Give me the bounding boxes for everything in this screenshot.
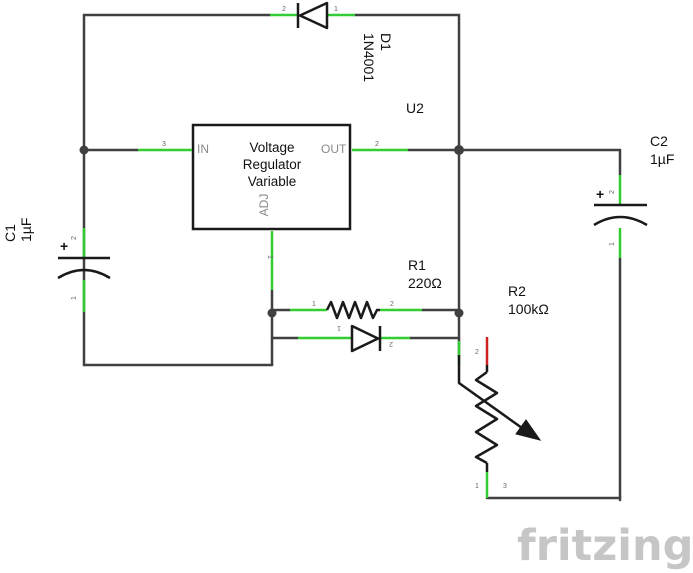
c1-value: 1µF — [18, 218, 34, 242]
junctions — [79, 145, 464, 318]
regulator-ref: U2 — [406, 100, 424, 116]
regulator-label-out: OUT — [321, 142, 347, 156]
capacitor-c1[interactable]: + 2 1 C1 1µF — [2, 218, 111, 312]
r1-body — [325, 300, 380, 320]
junction-adj — [267, 308, 277, 318]
regulator-pin-adj-num: 1 — [266, 255, 273, 259]
r2-wiper-line — [457, 355, 523, 430]
regulator-pin-in-num: 3 — [162, 141, 166, 148]
potentiometer-r2[interactable]: 2 1 3 R2 100kΩ — [457, 283, 549, 498]
fritzing-logo: fritzing — [517, 521, 693, 571]
d1-body — [298, 1, 329, 30]
c2-plate-bottom — [593, 215, 648, 227]
junction-out — [454, 145, 464, 155]
wire-top-right — [353, 13, 461, 152]
regulator-label-in: IN — [197, 142, 209, 156]
r1-ref: R1 — [408, 257, 426, 273]
d1-pin2-label: 2 — [282, 6, 286, 13]
diode-d2[interactable]: 1 2 — [298, 324, 410, 353]
c2-value: 1µF — [650, 151, 674, 167]
r1-value: 220Ω — [408, 275, 442, 291]
regulator-title-line1: Voltage — [249, 140, 294, 155]
capacitor-c2[interactable]: + 2 1 C2 1µF — [593, 133, 674, 258]
r1-pin1-label: 1 — [312, 301, 316, 308]
junction-in — [79, 145, 89, 155]
regulator-body — [191, 123, 352, 231]
c2-ref: C2 — [650, 133, 668, 149]
regulator-title-line3: Variable — [248, 174, 297, 189]
c2-pin2-label: 2 — [609, 190, 616, 194]
regulator-u2[interactable]: 3 2 1 IN OUT ADJ Voltage Regulator Varia… — [138, 100, 424, 290]
d2-pin1-label: 1 — [337, 324, 341, 331]
regulator-label-adj: ADJ — [257, 194, 271, 217]
d1-value: 1N4001 — [361, 33, 377, 82]
d1-ref: D1 — [378, 33, 394, 51]
r1-pin2-label: 2 — [390, 301, 394, 308]
r2-pin3-label: 3 — [503, 483, 507, 490]
r2-pin2-label: 2 — [475, 349, 479, 356]
c1-pin2-label: 2 — [71, 236, 78, 240]
regulator-pin-out-num: 2 — [375, 141, 379, 148]
wires — [82, 13, 622, 502]
d1-pin1-label: 1 — [334, 6, 338, 13]
regulator-title-line2: Regulator — [243, 157, 302, 172]
r2-wiper-arrow — [515, 419, 542, 441]
c2-pin1-label: 1 — [609, 242, 616, 246]
d2-pin2-label: 2 — [389, 340, 393, 347]
resistor-r1[interactable]: 1 2 R1 220Ω — [290, 257, 442, 320]
c1-plate-bottom — [57, 268, 111, 280]
junction-r1 — [454, 308, 464, 318]
c2-plus: + — [596, 186, 604, 202]
r2-value: 100kΩ — [508, 301, 549, 317]
r2-pin1-label: 1 — [475, 483, 479, 490]
r2-ref: R2 — [508, 283, 526, 299]
c1-pin1-label: 1 — [71, 296, 78, 300]
diode-d1[interactable]: 2 1 D1 1N4001 — [270, 1, 394, 82]
d2-body — [350, 324, 380, 353]
c1-ref: C1 — [2, 224, 18, 242]
r2-body — [474, 370, 499, 465]
c1-plus: + — [60, 238, 68, 254]
